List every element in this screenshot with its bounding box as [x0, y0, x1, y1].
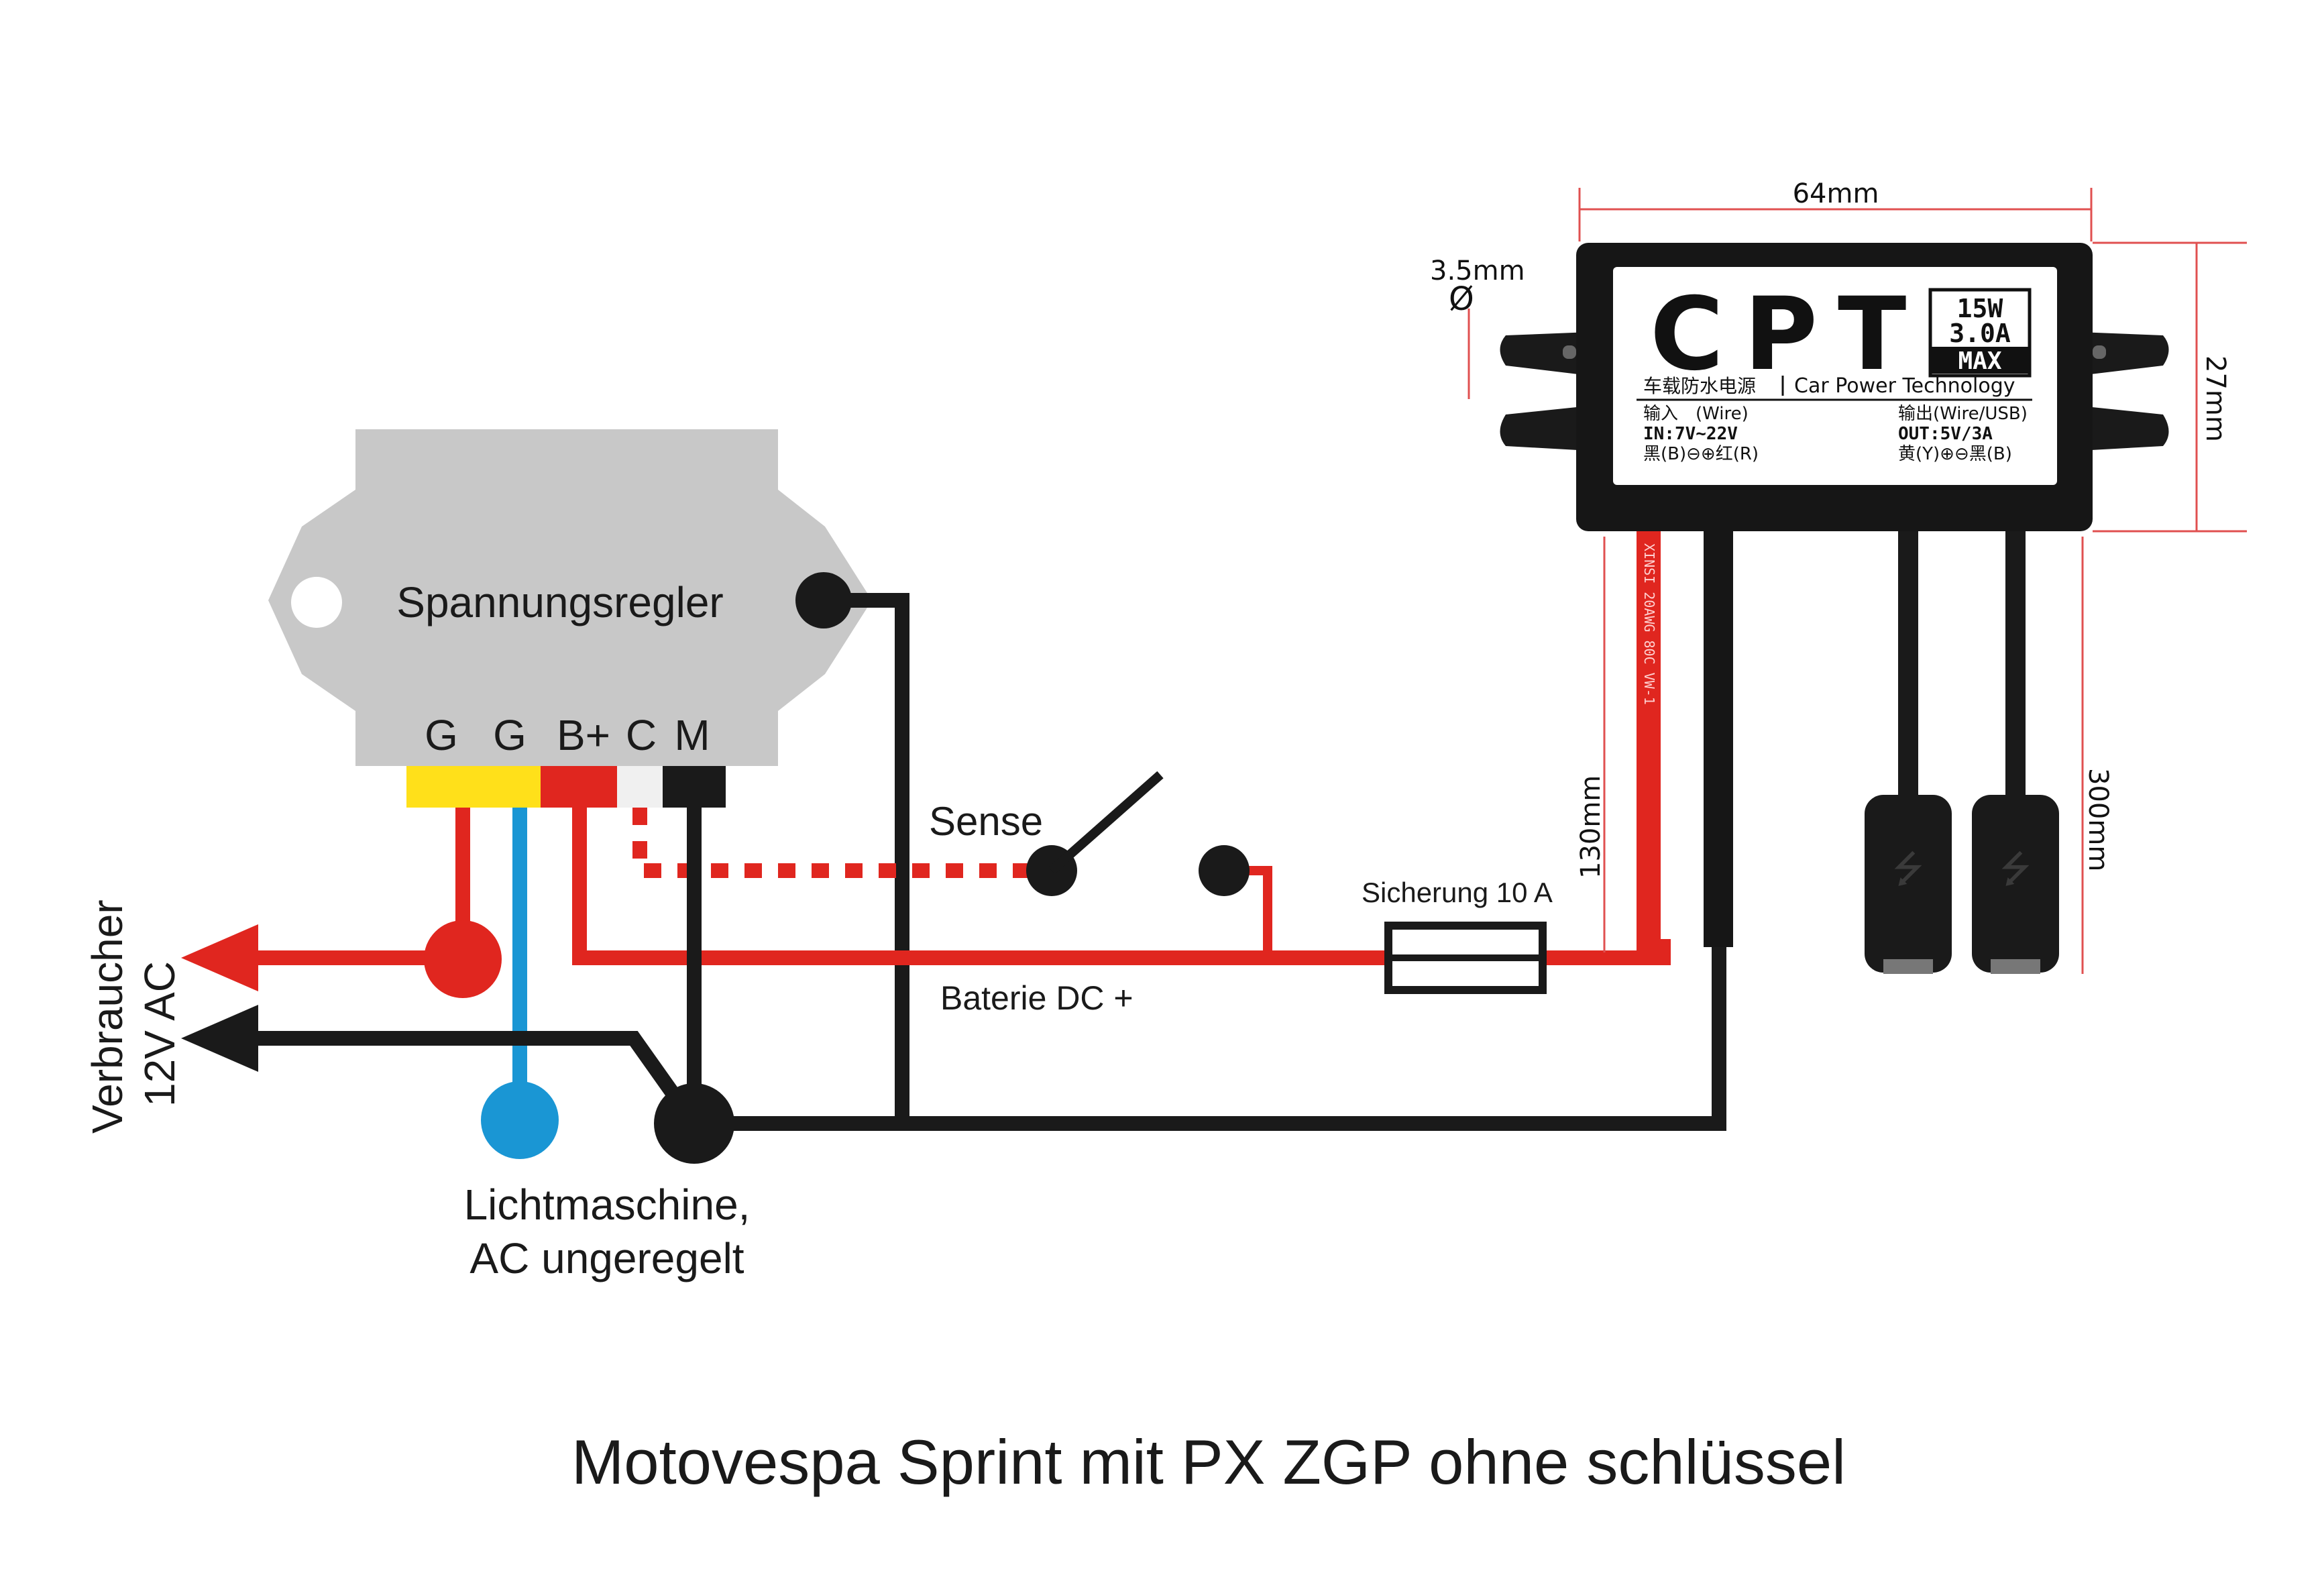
terminal-g-yellow — [406, 766, 541, 808]
usb-icon-1: ⭍ — [1893, 848, 1924, 891]
usb-icon-2: ⭍ — [2000, 848, 2032, 891]
output-polarity: 黄(Y)⊕⊖黑(B) — [1898, 444, 2012, 464]
usb-cable-2 — [2005, 531, 2026, 800]
terminal-label-g2: G — [493, 711, 527, 759]
switch-contact-right — [1199, 845, 1250, 896]
fuse: Sicherung 10 A — [1362, 877, 1553, 994]
wire-red-battery — [572, 808, 1388, 965]
terminal-c-white — [617, 766, 663, 808]
usb-cable-1 — [1898, 531, 1918, 800]
input-spec: IN:7V~22V — [1643, 424, 1738, 444]
usb-connector-2 — [1972, 795, 2059, 973]
arrow-red-consumer — [181, 924, 258, 991]
junction-red — [424, 920, 502, 998]
rating-current: 3.0A — [1949, 319, 2011, 348]
consumer-label-line2: 12V AC — [135, 961, 184, 1107]
sense-switch: Sense — [929, 771, 1250, 896]
battery-label: Baterie DC + — [940, 979, 1133, 1017]
usb-port-1 — [1883, 959, 1933, 974]
input-wire-black — [1704, 531, 1733, 947]
rating-max: MAX — [1958, 347, 2001, 375]
input-wire-print: XINSI 20AWG 80C VW-1 — [1641, 543, 1657, 705]
dim-input-cable-label: 130mm — [1575, 775, 1606, 879]
switch-lever — [1048, 771, 1164, 875]
flange-slot-left-top — [1563, 345, 1576, 359]
dim-hole-label: 3.5mm — [1430, 256, 1525, 286]
flange-slot-right-top — [2093, 345, 2106, 359]
wire-black-consumer — [221, 1031, 700, 1128]
usb-port-2 — [1991, 959, 2040, 974]
output-spec: OUT:5V/3A — [1898, 424, 1993, 444]
terminal-bplus-red — [541, 766, 617, 808]
diagram-title: Motovespa Sprint mit PX ZGP ohne schlüss… — [571, 1427, 1846, 1497]
dim-width-label: 64mm — [1793, 178, 1879, 209]
consumer-label: Verbraucher 12V AC — [83, 899, 184, 1134]
terminal-m-black — [663, 766, 726, 808]
fuse-label: Sicherung 10 A — [1362, 877, 1553, 908]
wire-red-fuse-to-converter — [1543, 939, 1671, 965]
rating-power: 15W — [1957, 294, 2003, 323]
junction-blue-alternator — [481, 1081, 559, 1159]
input-wire-red — [1637, 531, 1661, 954]
rating-max-bg — [1932, 347, 2028, 374]
terminal-label-c: C — [626, 711, 657, 759]
regulator-body — [268, 429, 872, 766]
output-label: 输出(Wire/USB) — [1898, 404, 2028, 424]
wire-sense-dotted — [632, 808, 1052, 878]
converter-chinese-name: 车载防水电源 — [1643, 375, 1756, 397]
consumer-label-line1: Verbraucher — [83, 899, 131, 1134]
alternator-label-line2: AC ungeregelt — [469, 1234, 744, 1282]
dim-output-cable-label: 300mm — [2083, 768, 2113, 871]
input-label: 输入 (Wire) — [1643, 404, 1749, 424]
voltage-regulator: Spannungsregler G G B+ C M — [268, 429, 872, 808]
input-polarity: 黑(B)⊖⊕红(R) — [1643, 444, 1759, 464]
wire-black-ground-bus — [694, 939, 1726, 1131]
terminal-label-m: M — [674, 711, 710, 759]
flange-right-bottom — [2079, 406, 2169, 451]
regulator-label: Spannungsregler — [396, 578, 723, 626]
terminal-label-bplus: B+ — [557, 711, 610, 759]
cpt-converter: 64mm 27mm 3.5mm Ø CPT 15W 3.0A MAX 车载防水电… — [1430, 178, 2247, 974]
alternator-label-line1: Lichtmaschine, — [464, 1181, 751, 1229]
dim-hole-symbol: Ø — [1449, 280, 1474, 318]
dim-height-label: 27mm — [2200, 355, 2231, 442]
mounting-hole-left — [291, 577, 342, 628]
terminal-label-g1: G — [425, 711, 458, 759]
junction-black — [654, 1083, 734, 1164]
sense-label: Sense — [929, 799, 1043, 844]
flange-right-top — [2079, 332, 2169, 376]
usb-connector-1 — [1865, 795, 1952, 973]
converter-brand: Car Power Technology — [1794, 374, 2015, 398]
wire-case-ground — [824, 593, 909, 1124]
arrow-black-consumer — [181, 1005, 258, 1072]
wires — [221, 593, 1726, 1131]
flange-left-bottom — [1500, 406, 1590, 451]
converter-logo: CPT — [1650, 276, 1926, 393]
flange-left-top — [1500, 332, 1590, 376]
